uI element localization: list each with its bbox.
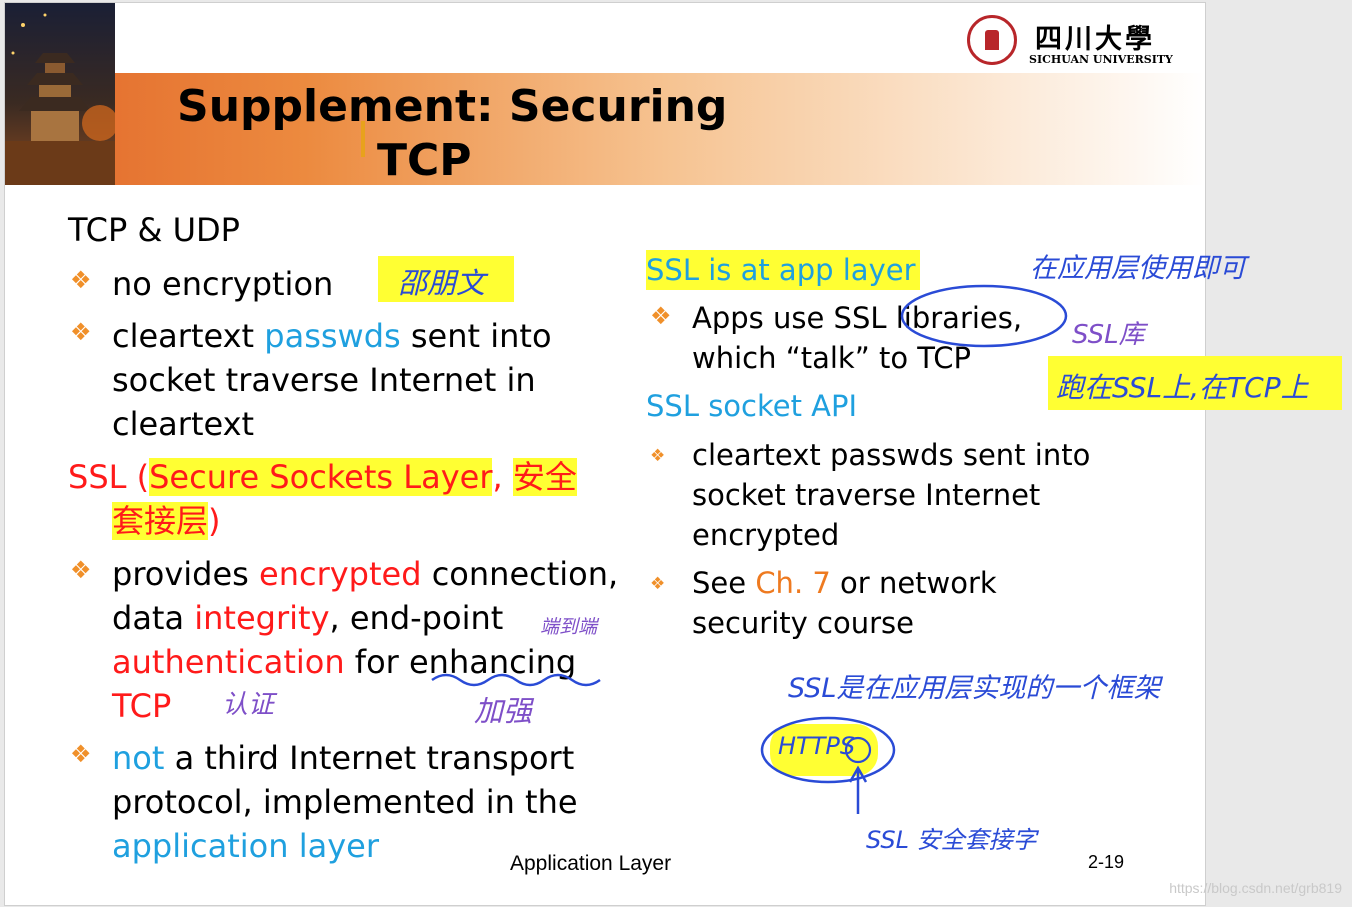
bullet-diamond-icon: ❖ xyxy=(650,574,666,594)
bullet-diamond-icon: ❖ xyxy=(70,556,92,584)
bullet-not-line3: application layer xyxy=(112,827,379,865)
bullet-provides-line2: data integrity, end-point xyxy=(112,599,504,637)
bullet-diamond-icon: ❖ xyxy=(70,318,92,346)
pagoda-icon xyxy=(5,13,118,185)
run-on-highlight xyxy=(1048,356,1342,410)
right-bullet-cleartext-line3: encrypted xyxy=(692,518,840,552)
bullet-diamond-icon: ❖ xyxy=(70,266,92,294)
title-accent-bar xyxy=(361,121,365,157)
bullet-cleartext-line1: cleartext passwds sent into xyxy=(112,317,552,355)
right-bullet-apps-line1: Apps use SSL libraries, xyxy=(692,301,1023,335)
slide: Supplement: Securing TCP 四川大學 SICHUAN UN… xyxy=(4,2,1206,906)
right-heading: SSL is at app layer xyxy=(646,250,920,290)
bullet-diamond-icon: ❖ xyxy=(650,446,666,466)
ssl-socket-api-heading: SSL socket API xyxy=(646,389,858,423)
ssl-heading-line2: 套接层) xyxy=(112,502,221,540)
bullet-cleartext-line2: socket traverse Internet in xyxy=(112,361,536,399)
right-bullet-see-line2: security course xyxy=(692,606,914,640)
bullet-no-encryption: no encryption xyxy=(112,265,334,303)
pagoda-scene-image xyxy=(5,3,118,185)
note-enhance: 加强 xyxy=(474,694,533,728)
watermark: https://blog.csdn.net/grb819 xyxy=(1169,880,1342,896)
right-bullet-apps-line2: which “talk” to TCP xyxy=(692,341,972,375)
bullet-diamond-icon: ❖ xyxy=(70,740,92,768)
bullet-not-line1: not a third Internet transport xyxy=(112,739,575,777)
note-app-layer: 在应用层使用即可 xyxy=(1030,253,1246,284)
bullet-provides-line4: TCP xyxy=(112,687,172,725)
ssl-heading-line1: SSL (Secure Sockets Layer, 安全 xyxy=(68,458,577,496)
bullet-not-line2: protocol, implemented in the xyxy=(112,783,578,821)
note-run-on: 跑在SSL上,在TCP上 xyxy=(1056,371,1309,404)
name-highlight xyxy=(378,256,514,302)
right-bullet-see-line1: See Ch. 7 or network xyxy=(692,566,997,600)
note-https: HTTPS xyxy=(778,732,856,760)
page-number: 2-19 xyxy=(1088,852,1125,872)
note-name: 邵朋文 xyxy=(398,266,486,300)
note-ssl-lib: SSL库 xyxy=(1072,320,1145,350)
bullet-cleartext-line3: cleartext xyxy=(112,405,255,443)
bullet-provides-line3: authentication for enhancing xyxy=(112,643,577,681)
left-heading: TCP & UDP xyxy=(68,211,240,249)
slide-title-line1: Supplement: Securing xyxy=(177,81,728,132)
note-framework: SSL是在应用层实现的一个框架 xyxy=(788,673,1161,704)
title-banner xyxy=(5,73,1205,185)
university-logo: 四川大學 SICHUAN UNIVERSITY xyxy=(967,13,1177,73)
bullet-provides-line1: provides encrypted connection, xyxy=(112,555,619,593)
logo-english-name: SICHUAN UNIVERSITY xyxy=(1029,53,1173,66)
right-bullet-cleartext-line1: cleartext passwds sent into xyxy=(692,438,1091,472)
logo-chinese-name: 四川大學 xyxy=(1035,24,1155,55)
right-bullet-cleartext-line2: socket traverse Internet xyxy=(692,478,1041,512)
university-seal-icon xyxy=(967,15,1017,65)
note-auth: 认证 xyxy=(222,690,275,720)
slide-title-line2: TCP xyxy=(377,135,472,186)
note-ssl-socket: SSL 安全套接字 xyxy=(866,826,1037,854)
note-end-to-end: 端到端 xyxy=(540,616,598,638)
footer-label: Application Layer xyxy=(510,852,672,875)
bullet-diamond-icon: ❖ xyxy=(650,302,672,330)
